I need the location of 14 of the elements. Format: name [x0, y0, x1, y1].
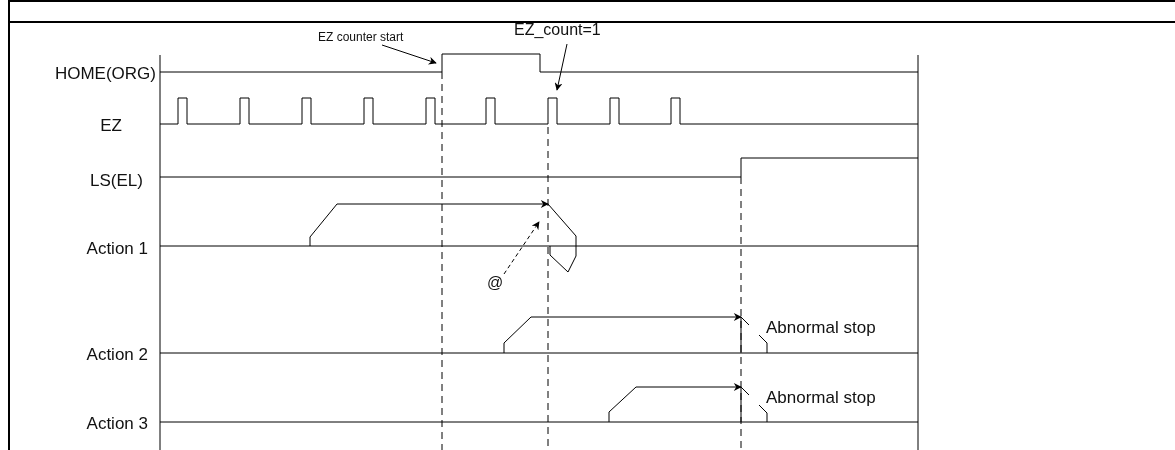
leader-arrow [381, 44, 437, 65]
signal-name: HOME(ORG) [54, 64, 156, 82]
status-label: Abnormal stop [766, 388, 876, 406]
annotation-text: @ [487, 275, 504, 291]
status-label: Abnormal stop [766, 318, 876, 336]
annotation-text: EZ counter start [318, 31, 404, 43]
leader-arrow [503, 221, 540, 275]
signal-name: Action 2 [86, 345, 148, 363]
signal-name: LS(EL) [90, 171, 143, 189]
leader-arrow [554, 43, 568, 91]
signal-name: Action 3 [86, 414, 148, 432]
signal-name: EZ [100, 116, 122, 134]
signal-name: Action 1 [86, 239, 148, 257]
annotation-text: EZ_count=1 [514, 22, 601, 38]
